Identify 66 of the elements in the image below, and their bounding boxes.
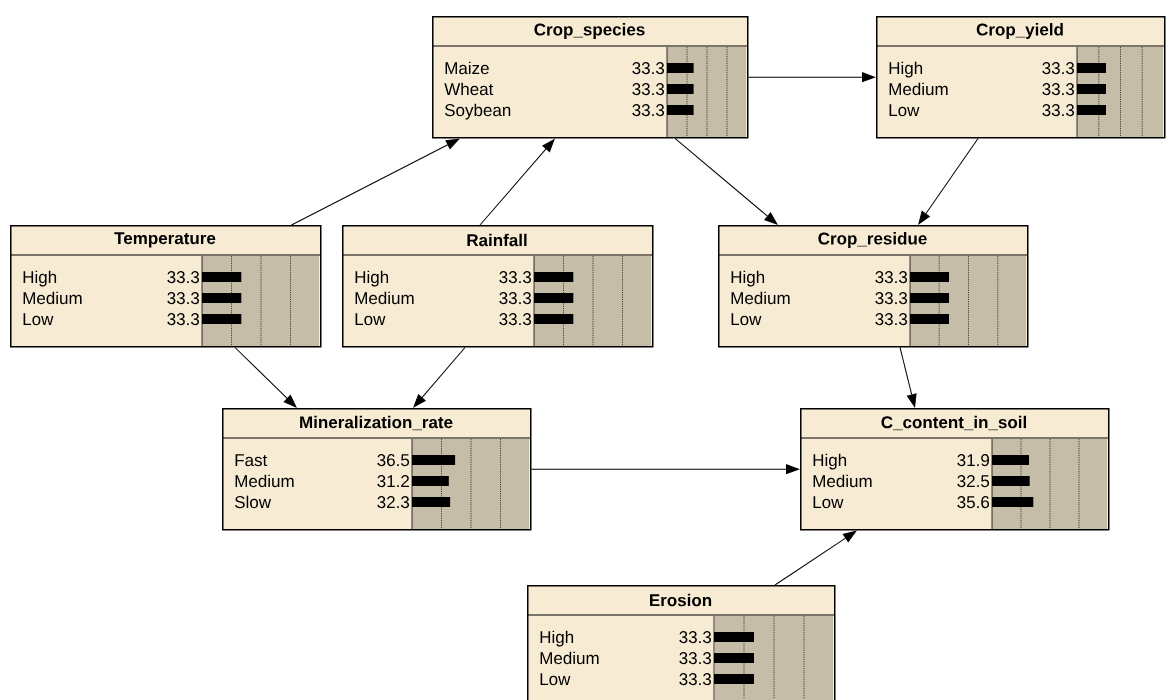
state-label: Medium xyxy=(235,474,294,488)
node-title: C_content_in_soil xyxy=(881,415,1026,431)
node-title: Temperature xyxy=(114,232,216,248)
probability-value: 33.3 xyxy=(632,83,665,96)
state-label: High xyxy=(731,270,765,287)
node-title: Erosion xyxy=(650,593,712,607)
arrow xyxy=(413,347,466,408)
state-label: Wheat xyxy=(444,82,494,96)
probability-value: 33.3 xyxy=(499,292,532,305)
state-label: Low xyxy=(355,313,386,326)
state-label: Slow xyxy=(235,495,272,509)
probability-value: 33.3 xyxy=(679,652,712,665)
state-label: Low xyxy=(23,313,54,326)
probability-value: 33.3 xyxy=(167,313,200,326)
probability-value: 33.3 xyxy=(875,292,908,305)
probability-value: 33.3 xyxy=(1042,83,1075,96)
probability-value: 33.3 xyxy=(499,313,532,326)
probability-value: 33.3 xyxy=(679,631,712,644)
probability-value: 33.3 xyxy=(167,271,200,284)
state-label: High xyxy=(813,453,847,470)
state-label: High xyxy=(23,270,57,287)
arrow xyxy=(774,530,857,586)
probability-value: 33.3 xyxy=(167,292,200,305)
probability-value: 32.5 xyxy=(957,475,990,488)
arrow xyxy=(479,139,555,226)
probability-value: 33.3 xyxy=(632,62,665,75)
arrow xyxy=(918,138,979,225)
probability-value: 31.9 xyxy=(957,454,989,467)
arrow xyxy=(674,138,778,225)
probability-value: 35.6 xyxy=(957,496,990,509)
node-title: Mineralization_rate xyxy=(300,415,453,431)
probability-value: 33.3 xyxy=(679,673,712,686)
arrow xyxy=(899,347,917,408)
state-label: Low xyxy=(813,496,844,509)
probability-value: 33.3 xyxy=(875,313,908,326)
state-label: Soybean xyxy=(445,103,511,120)
arrow xyxy=(234,347,297,408)
arrow xyxy=(291,138,460,226)
state-label: Medium xyxy=(355,291,414,305)
probability-value: 32.3 xyxy=(377,496,410,509)
probability-value: 33.3 xyxy=(1042,62,1075,75)
probability-value: 33.3 xyxy=(499,271,532,284)
state-label: High xyxy=(540,630,574,647)
state-label: Low xyxy=(731,313,762,326)
probability-value: 31.2 xyxy=(377,475,409,488)
arrow xyxy=(748,72,875,83)
state-label: Medium xyxy=(889,82,948,96)
probability-value: 36.5 xyxy=(377,454,410,467)
node-title: Rainfall xyxy=(467,233,527,247)
state-label: Low xyxy=(889,104,920,117)
state-label: Low xyxy=(540,673,571,686)
probability-value: 33.3 xyxy=(875,271,908,284)
state-label: Medium xyxy=(813,474,872,488)
state-label: Maize xyxy=(445,61,489,75)
node-title: Crop_species xyxy=(534,23,645,39)
state-label: Medium xyxy=(23,291,82,305)
state-label: Fast xyxy=(235,454,268,467)
node-title: Crop_yield xyxy=(976,23,1063,39)
node-title: Crop_residue xyxy=(818,232,927,248)
probability-value: 33.3 xyxy=(632,104,665,117)
probability-value: 33.3 xyxy=(1042,104,1075,117)
arrow xyxy=(531,464,799,475)
state-label: High xyxy=(889,61,923,78)
state-label: Medium xyxy=(731,291,790,305)
state-label: Medium xyxy=(540,651,599,665)
state-label: High xyxy=(355,270,389,287)
